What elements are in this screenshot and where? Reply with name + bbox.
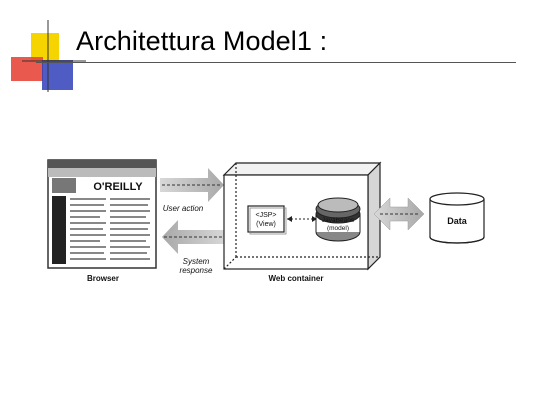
slide-title: Architettura Model1 : [76,26,328,56]
user-action-arrow [160,168,224,202]
jsp-beans-connector [287,216,317,222]
browser-window: O'REILLY [47,159,157,269]
logo-yellow-square [31,33,59,61]
browser-logo-image [52,178,76,193]
browser-text-lines [70,198,150,260]
browser-label: Browser [87,274,119,283]
system-response-label-line2: response [180,266,213,275]
user-action-label: User action [163,204,204,213]
data-cylinder [429,192,485,244]
browser-brand-text: O'REILLY [93,181,143,193]
jsp-view-box [247,205,287,235]
logo-blue-square [42,60,73,90]
jsp-label: <JSP> [255,212,276,219]
data-label: Data [447,216,468,226]
data-access-arrow [373,197,425,231]
web-container-label: Web container [269,274,324,283]
system-response-label-line1: System [183,257,210,266]
system-response-arrow [162,220,226,254]
browser-sidebar [52,196,66,264]
title-underline [36,62,516,63]
jsp-view-label: (View) [256,221,276,228]
javabeans-model [315,197,361,242]
javabeans-label: JavaBeans [322,217,355,224]
javabeans-model-label: (model) [327,225,349,232]
